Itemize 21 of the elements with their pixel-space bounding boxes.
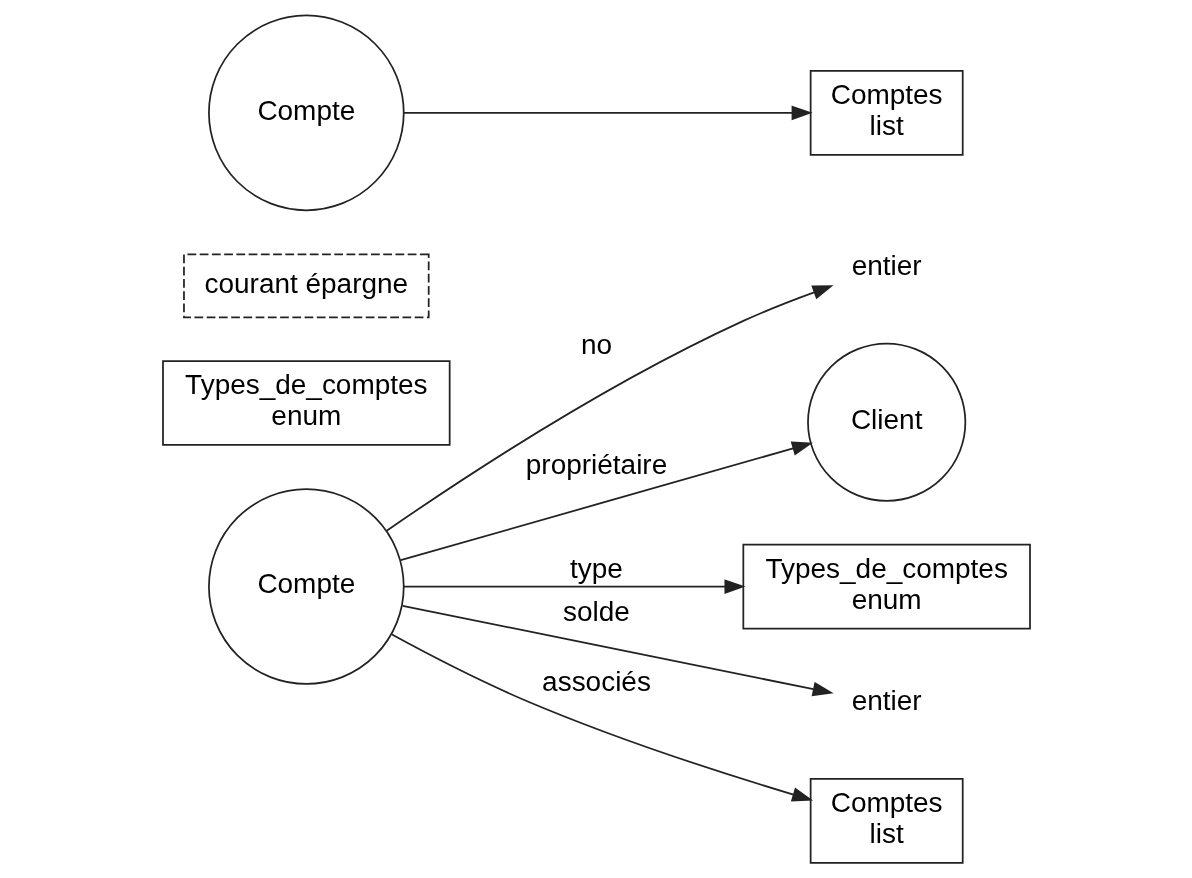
arrow <box>385 285 833 532</box>
edge-label: no <box>580 328 612 360</box>
arrow <box>401 604 834 697</box>
arrow <box>399 441 813 562</box>
arrow <box>402 579 745 594</box>
node-circle: Compte <box>207 488 405 685</box>
node-box: Types_de_comptes enum <box>741 543 1031 630</box>
node-box: Comptes list <box>809 70 964 156</box>
arrow <box>390 633 813 802</box>
node-text: entier <box>851 685 922 717</box>
node-circle: Client <box>806 342 966 502</box>
node-box: Types_de_comptes enum <box>161 360 451 446</box>
edge-label: type <box>569 552 623 584</box>
node-text: entier <box>851 250 922 282</box>
edge-label: solde <box>562 596 630 628</box>
node-box: Comptes list <box>809 778 964 864</box>
edge-label: associés <box>541 666 651 698</box>
edge-label: propriétaire <box>525 449 667 481</box>
node-box: courant épargne <box>182 253 430 319</box>
node-circle: Compte <box>207 14 405 212</box>
arrow <box>402 105 813 121</box>
